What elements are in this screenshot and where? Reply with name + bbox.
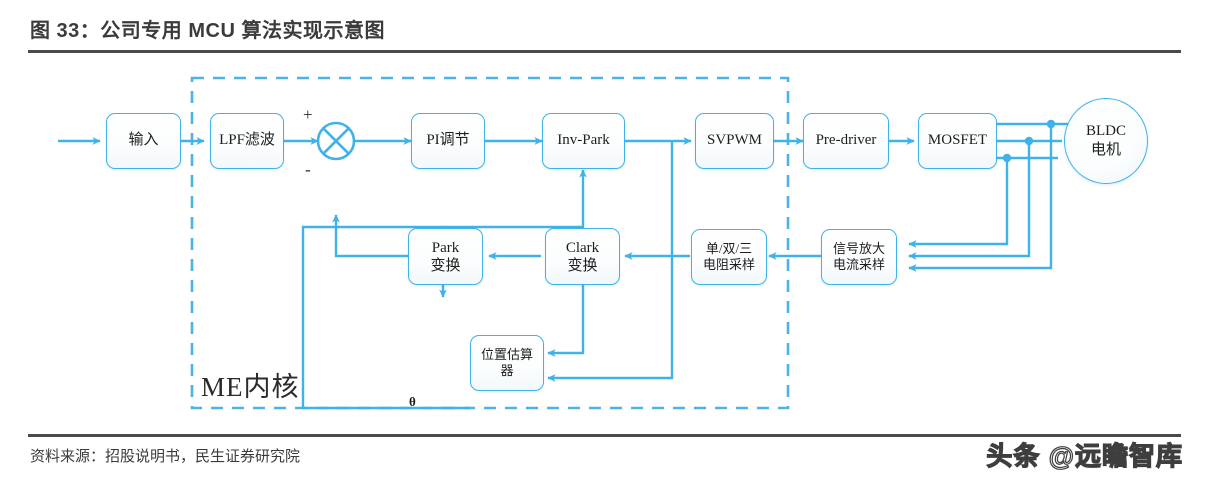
sum-minus-label: - <box>305 160 311 179</box>
footer-divider <box>28 434 1181 437</box>
source-note: 资料来源：招股说明书，民生证券研究院 <box>30 448 301 465</box>
node-svpwm[interactable]: SVPWM <box>695 113 774 169</box>
node-pre-driver-label: Pre-driver <box>815 132 877 149</box>
node-signal-amplifier-label-line2: 电流采样 <box>832 257 885 272</box>
node-signal-amplifier-label-line1: 信号放大 <box>832 241 885 257</box>
node-input-label: 输入 <box>128 132 159 149</box>
diagram-wires <box>58 76 1070 410</box>
node-clark-transform[interactable]: Clark 变换 <box>545 228 620 285</box>
node-park-transform[interactable]: Park 变换 <box>408 228 483 285</box>
watermark: 头条 @远瞻智库 <box>986 440 1183 471</box>
node-clark-transform-label-line2: 变换 <box>567 257 598 274</box>
node-bldc-motor-label-line1: BLDC <box>1085 123 1126 140</box>
sum-plus-label: + <box>303 105 313 124</box>
me-core-label: ME内核 <box>201 372 300 402</box>
node-lpf-filter[interactable]: LPF滤波 <box>210 113 284 169</box>
node-mosfet-label: MOSFET <box>927 132 988 149</box>
node-park-transform-label-line1: Park <box>431 239 460 256</box>
node-mosfet[interactable]: MOSFET <box>918 113 997 169</box>
node-bldc-motor[interactable]: BLDC 电机 <box>1064 98 1148 184</box>
node-park-transform-label-line2: 变换 <box>430 257 461 274</box>
node-shunt-sampling-label-line2: 电阻采样 <box>702 257 755 272</box>
node-pi-regulator-label: PI调节 <box>426 132 470 149</box>
node-position-estimator-label-line2: 器 <box>500 363 514 378</box>
node-lpf-filter-label: LPF滤波 <box>219 132 275 149</box>
node-svpwm-label: SVPWM <box>706 132 762 149</box>
node-pre-driver[interactable]: Pre-driver <box>803 113 889 169</box>
node-shunt-sampling[interactable]: 单/双/三 电阻采样 <box>691 229 767 285</box>
theta-label: θ <box>409 394 416 409</box>
page-title: 图 33：公司专用 MCU 算法实现示意图 <box>30 20 385 42</box>
node-position-estimator[interactable]: 位置估算 器 <box>470 335 544 391</box>
node-pi-regulator[interactable]: PI调节 <box>411 113 485 169</box>
block-diagram: 输入 LPF滤波 PI调节 Inv-Park SVPWM Pre-driver … <box>0 56 1209 428</box>
node-clark-transform-label-line1: Clark <box>565 239 600 256</box>
node-inv-park[interactable]: Inv-Park <box>542 113 625 169</box>
node-position-estimator-label-line1: 位置估算 <box>480 347 533 363</box>
title-divider <box>28 50 1181 53</box>
node-bldc-motor-label-line2: 电机 <box>1090 142 1121 158</box>
node-input[interactable]: 输入 <box>106 113 181 169</box>
node-signal-amplifier[interactable]: 信号放大 电流采样 <box>821 229 897 285</box>
node-shunt-sampling-label-line1: 单/双/三 <box>705 241 753 257</box>
node-inv-park-label: Inv-Park <box>557 132 610 149</box>
